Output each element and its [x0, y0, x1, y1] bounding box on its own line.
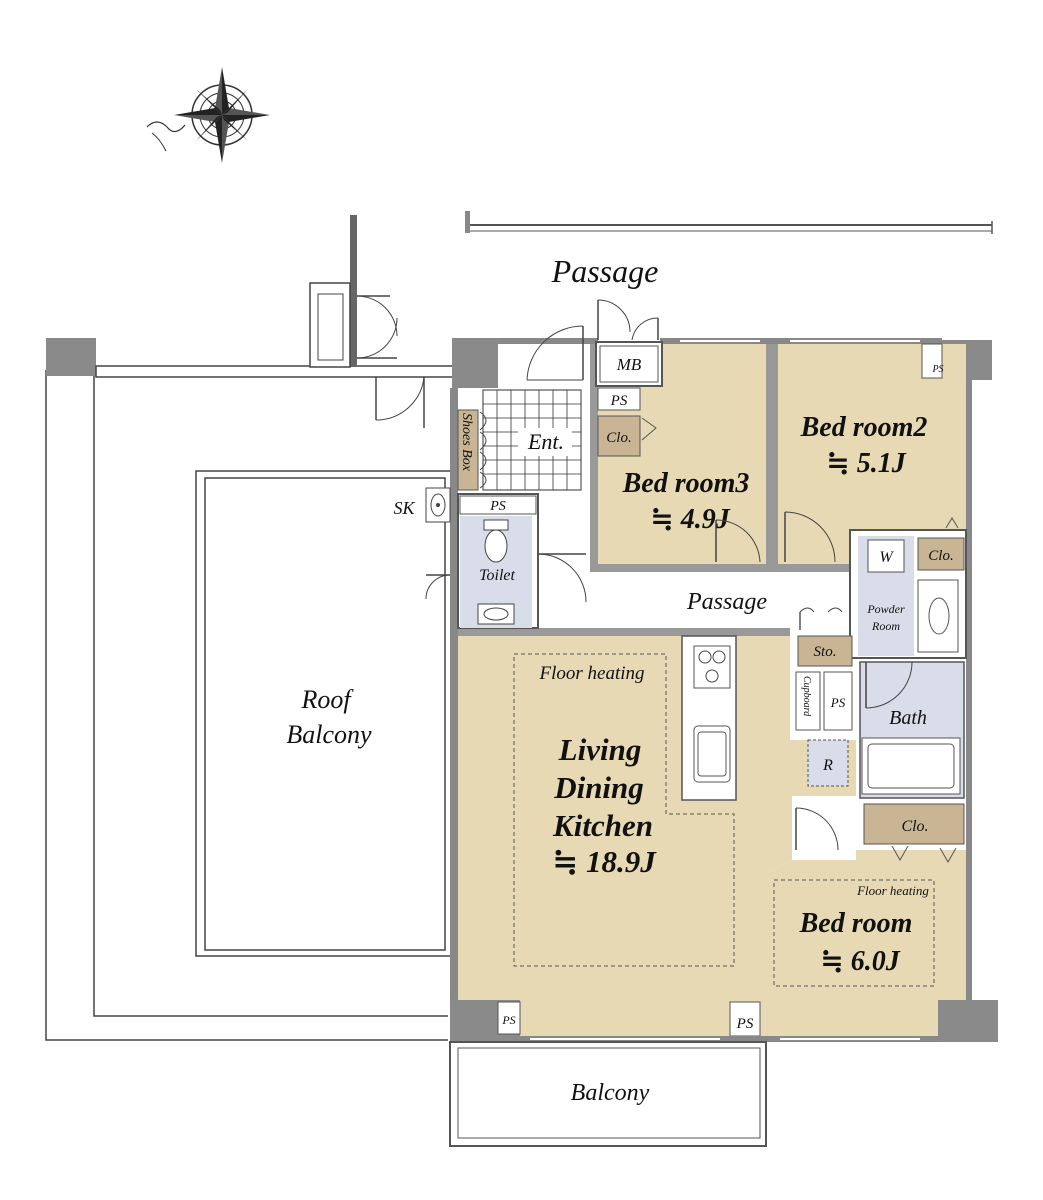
- shoes-box: [457, 409, 479, 491]
- bath-label: Bath: [889, 707, 927, 729]
- clo-powder-label: Clo.: [928, 548, 953, 564]
- sto-label: Sto.: [814, 644, 837, 660]
- bed-room-name: Bed room: [799, 908, 913, 939]
- powder-room-line1: Powder: [866, 602, 905, 616]
- w-label: W: [879, 549, 894, 566]
- bed-room-2-name: Bed room2: [800, 412, 928, 443]
- passage-inner-label: Passage: [686, 589, 767, 615]
- ldk-size: ≒ 18.9J: [552, 844, 657, 879]
- passage-outer-label: Passage: [551, 253, 659, 289]
- ps-entry-label: PS: [610, 393, 628, 409]
- ldk-line2: Dining: [553, 770, 644, 805]
- ps-toilet-label: PS: [489, 499, 506, 514]
- storage: [797, 635, 853, 667]
- shoes-box-label: Shoes Box: [459, 413, 474, 472]
- clo-bed-label: Clo.: [901, 818, 928, 835]
- balcony-label: Balcony: [571, 1080, 650, 1106]
- ldk-line1: Living: [558, 732, 642, 767]
- bed-room-3-name: Bed room3: [622, 468, 750, 499]
- entry-closet: [597, 415, 641, 457]
- bed-room: [764, 850, 966, 1036]
- entrance-tiles: [482, 389, 582, 491]
- mb-label: MB: [616, 355, 642, 374]
- refrigerator: [807, 739, 849, 787]
- powder-closet: [917, 537, 965, 571]
- ps-left-label: PS: [501, 1013, 515, 1027]
- bed-room-closet: [863, 803, 965, 845]
- living-dining-kitchen: [458, 636, 856, 1036]
- ent-label: Ent.: [527, 429, 564, 454]
- ps-bath-label: PS: [830, 695, 846, 710]
- ldk-floor-heating: Floor heating: [538, 663, 644, 684]
- sk-label: SK: [393, 498, 415, 518]
- toilet-label: Toilet: [479, 567, 515, 584]
- roof-balcony-area: [45, 370, 452, 1041]
- compass-rose-icon: [146, 67, 270, 163]
- roof-balcony-line1: Roof: [300, 685, 354, 714]
- bed-floor-heating: Floor heating: [856, 883, 929, 898]
- bed-room-size: ≒ 6.0J: [820, 946, 900, 977]
- bed-room-2-size: ≒ 5.1J: [826, 448, 906, 479]
- powder-room-line2: Room: [871, 619, 900, 633]
- ps-corner-label: PS: [931, 364, 943, 375]
- cupboard-label: Cupboard: [801, 676, 812, 717]
- ldk-line3: Kitchen: [552, 808, 653, 843]
- r-label: R: [822, 757, 833, 774]
- ps-right-label: PS: [736, 1016, 754, 1032]
- clo-entry-label: Clo.: [606, 430, 631, 446]
- bed-room-2: [778, 344, 940, 564]
- roof-balcony-line2: Balcony: [286, 720, 372, 749]
- bed-room-3-size: ≒ 4.9J: [650, 504, 730, 535]
